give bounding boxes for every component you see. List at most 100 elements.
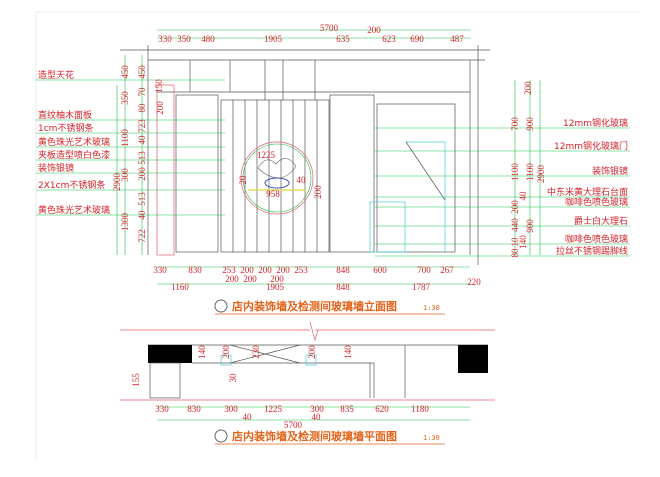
top-dim: 635 <box>336 34 350 44</box>
bottom-dim: 200 <box>276 265 290 275</box>
top-total-dim: 5700 <box>320 23 339 33</box>
top-dim: 1905 <box>264 34 283 44</box>
elevation-drawing <box>36 29 630 285</box>
material-label: 夹板造型喷白色漆 <box>38 149 110 161</box>
plan-dim: 230 <box>251 345 261 359</box>
vertical-dim: 80 <box>137 103 147 113</box>
vertical-dim: 2900 <box>536 165 546 184</box>
plan-dim: 40 <box>243 412 253 422</box>
vertical-dim: 1100 <box>120 129 130 147</box>
vertical-dim: 200 <box>523 81 533 95</box>
vertical-dim: 722 <box>137 229 147 243</box>
vertical-dim: 450 <box>120 65 130 79</box>
vertical-dim: 2900 <box>112 173 122 192</box>
bottom-dim: 253 <box>222 265 236 275</box>
bottom-dim: 200 <box>225 274 239 284</box>
vertical-dim: 900 <box>525 117 535 131</box>
plan-dim: 40 <box>312 412 322 422</box>
top-dim: 350 <box>177 34 191 44</box>
plan-dim: 835 <box>340 404 354 414</box>
decorative-circle <box>240 141 314 215</box>
plan-dim: 300 <box>224 404 238 414</box>
top-dim: 200 <box>367 25 381 35</box>
column-block <box>458 345 488 373</box>
plan-drawing <box>120 321 495 421</box>
bottom-dim: 267 <box>440 265 454 275</box>
vertical-dim: 40 <box>137 135 147 145</box>
section-marker-icon <box>214 299 228 313</box>
bottom-dim: 253 <box>294 265 308 275</box>
material-label: 装饰银镜 <box>38 162 74 174</box>
vertical-dim: 350 <box>120 91 130 105</box>
plan-dim: 1180 <box>411 404 429 414</box>
vertical-dim: 300 <box>120 168 130 182</box>
bottom-dim: 1160 <box>171 282 189 292</box>
material-label: 黄色珠光艺术玻璃 <box>38 136 110 148</box>
material-label: 造型天花 <box>38 69 74 81</box>
vertical-dim: 450 <box>137 65 147 79</box>
bottom-dim: 220 <box>467 277 481 287</box>
circle-dim: 958 <box>266 189 280 199</box>
bottom-dim: 200 <box>243 274 257 284</box>
vertical-dim: 1100 <box>525 163 535 181</box>
vertical-dim: 513 <box>137 192 147 206</box>
plan-title: 店内装饰墙及检测间玻璃墙平面图 1:30 <box>214 429 445 445</box>
material-label: 咖啡色喷色玻璃 <box>565 196 628 208</box>
material-label: 12mm钢化玻璃 <box>563 117 628 129</box>
bottom-dim: 1905 <box>266 282 285 292</box>
plan-scale: 1:30 <box>423 434 440 442</box>
column-block <box>148 345 192 363</box>
bottom-dim: 600 <box>373 265 387 275</box>
material-label: 1cm不锈钢条 <box>38 122 93 134</box>
circle-dim: 200 <box>313 185 323 199</box>
bottom-dim: 830 <box>188 265 202 275</box>
plan-dim: 620 <box>375 404 389 414</box>
material-label: 直纹柚木面板 <box>38 109 92 121</box>
circle-dim: 40 <box>297 175 307 185</box>
vertical-dim: 440 <box>510 218 520 232</box>
plan-title-text: 店内装饰墙及检测间玻璃墙平面图 <box>232 429 397 443</box>
plan-dim: 140 <box>197 345 207 359</box>
top-dim: 480 <box>201 34 215 44</box>
vertical-dim: 1300 <box>120 213 130 232</box>
vertical-dim: 723 <box>137 119 147 133</box>
plan-dim: 200 <box>307 345 317 359</box>
material-label: 拉丝不锈钢踢脚线 <box>556 245 628 257</box>
material-label: 中东米黄大理石台面 <box>547 186 628 198</box>
material-label: 2X1cm不锈钢条 <box>38 179 105 191</box>
plan-dim: 200 <box>221 345 231 359</box>
top-dim: 623 <box>382 34 396 44</box>
elevation-scale: 1:30 <box>423 304 440 312</box>
bottom-dim: 700 <box>417 265 431 275</box>
top-dim: 487 <box>450 34 464 44</box>
bottom-dim: 200 <box>258 265 272 275</box>
section-marker-icon <box>214 429 228 443</box>
vertical-dim: 70 <box>137 87 147 97</box>
plan-dim: 30 <box>228 373 238 383</box>
plan-dim: 155 <box>131 373 141 387</box>
vertical-dim: 200 <box>155 101 165 115</box>
bottom-dim: 200 <box>270 274 284 284</box>
vertical-dim: 1100 <box>510 163 520 181</box>
material-label: 咖啡色喷色玻璃 <box>565 233 628 245</box>
elevation-title: 店内装饰墙及检测间玻璃墙立面图 1:30 <box>214 299 445 315</box>
elevation-title-text: 店内装饰墙及检测间玻璃墙立面图 <box>232 299 397 313</box>
vertical-dim: 150 <box>154 79 164 93</box>
bottom-dim: 330 <box>153 265 167 275</box>
vertical-dim: 40 <box>518 191 528 201</box>
plan-total-dim: 5700 <box>284 420 303 430</box>
material-label: 12mm钢化玻璃门 <box>554 140 628 152</box>
plan-dim: 300 <box>310 404 324 414</box>
vertical-dim: 200 <box>137 167 147 181</box>
vertical-dim: 900 <box>525 219 535 233</box>
vertical-dim: 80 <box>510 248 520 258</box>
material-label: 黄色珠光艺术玻璃 <box>38 204 110 216</box>
vertical-dim: 200 <box>510 200 520 214</box>
bottom-dim: 200 <box>240 265 254 275</box>
circle-dim: 20 <box>238 175 248 185</box>
circle-dim: 1225 <box>257 150 276 160</box>
material-label: 装饰银镜 <box>592 165 628 177</box>
material-label: 爵士白大理石 <box>574 215 628 227</box>
plan-dim: 1225 <box>264 404 283 414</box>
